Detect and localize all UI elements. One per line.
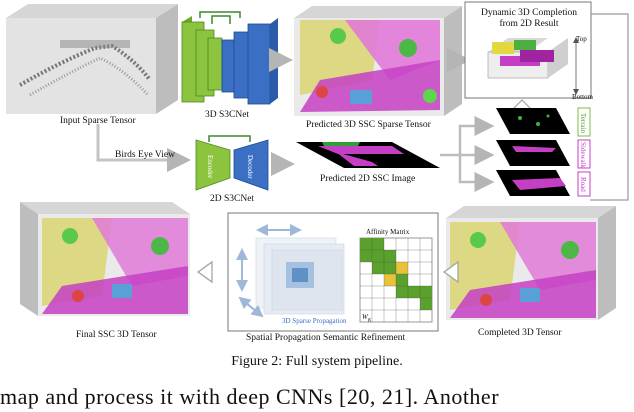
s3cnet-2d-network (195, 135, 269, 191)
bev-class-stack (496, 107, 591, 197)
arrow-to-refinement (442, 260, 459, 284)
s3cnet-3d-label: 3D S3CNet (205, 110, 250, 120)
wk-symbol: W (362, 313, 368, 321)
arrow-to-terrain (440, 116, 495, 157)
input-tensor-label: Input Sparse Tensor (60, 116, 136, 126)
predicted-3d-ssc-cube (294, 6, 462, 116)
figure-caption: Figure 2: Full system pipeline. (231, 354, 403, 369)
sparse-prop-label: 3D Sparse Propagation (282, 317, 347, 325)
terrain-label: Terrain (579, 112, 587, 134)
birds-eye-label: Birds Eye View (115, 150, 175, 160)
bottom-label: Bottom (572, 93, 594, 101)
wk-label: WK (362, 312, 371, 326)
refinement-panel (227, 212, 439, 332)
final-ssc-cube (20, 202, 190, 316)
arrow-to-road (458, 155, 495, 192)
road-label: Road (579, 176, 587, 192)
pred2d-label: Predicted 2D SSC Image (320, 174, 416, 184)
final-label: Final SSC 3D Tensor (76, 330, 157, 340)
affinity-label: Affinity Matrix (366, 228, 410, 236)
s3cnet-2d-label: 2D S3CNet (210, 194, 255, 204)
spatial-label: Spatial Propagation Semantic Refinement (246, 333, 406, 343)
top-label: Top (576, 35, 587, 43)
dynamic-label: Dynamic 3D Completion from 2D Result (480, 8, 578, 29)
dynamic-completion-panel (464, 1, 592, 99)
return-line (590, 13, 629, 201)
pred3d-label: Predicted 3D SSC Sparse Tensor (306, 120, 431, 130)
sidewalk-label: Sidewalk (579, 142, 587, 169)
body-text-line: map and process it with deep CNNs [20, 2… (0, 384, 500, 409)
wk-subscript: K (367, 318, 372, 324)
input-sparse-tensor-cube (6, 4, 178, 114)
arrow-to-final (196, 260, 213, 284)
completed-3d-tensor-cube (446, 206, 616, 320)
decoder-label: Decoder (246, 155, 254, 179)
completed-label: Completed 3D Tensor (478, 328, 562, 338)
predicted-2d-ssc-image (296, 142, 440, 168)
birds-eye-arrow (96, 124, 191, 172)
s3cnet-3d-network (181, 11, 278, 105)
encoder-label: Encoder (206, 155, 214, 179)
